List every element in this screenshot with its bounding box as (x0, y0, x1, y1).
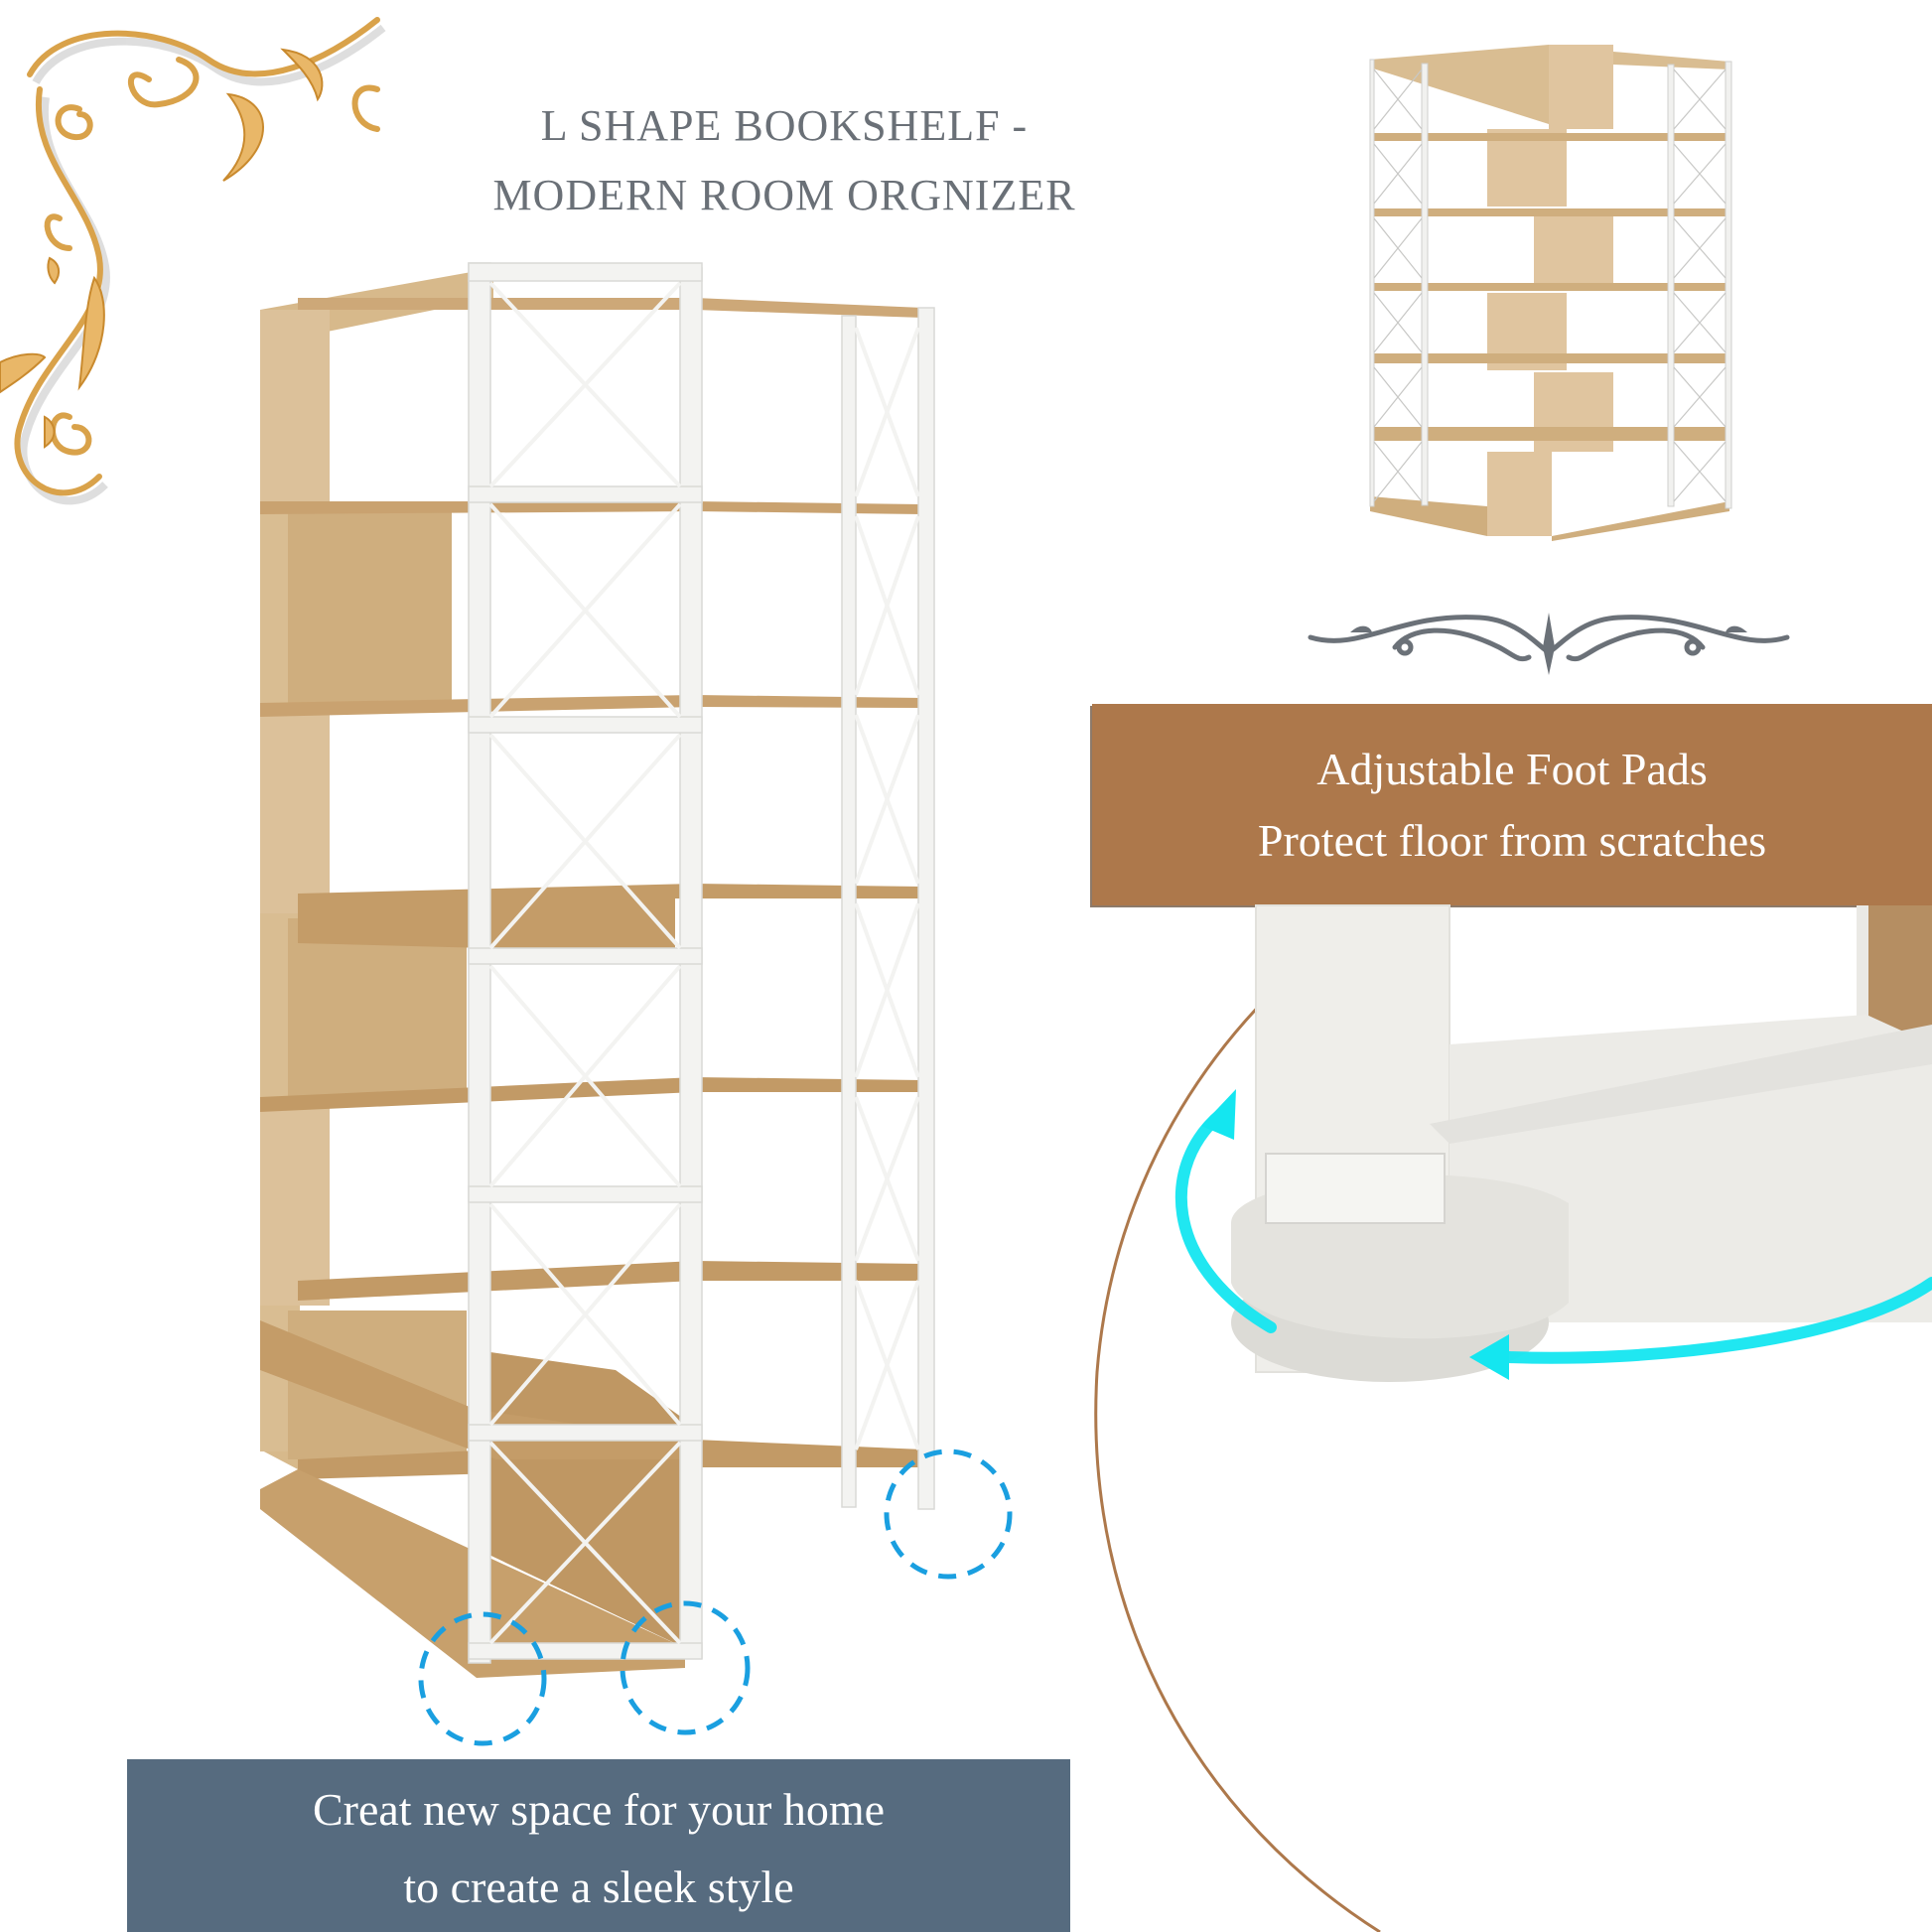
title-line-2: MODERN ROOM ORGNIZER (492, 171, 1076, 219)
feature-callout-banner: Adjustable Foot Pads Protect floor from … (1092, 704, 1932, 905)
page-title: L SHAPE BOOKSHELF - MODERN ROOM ORGNIZER (397, 91, 1172, 230)
tagline-line-1: Creat new space for your home (312, 1784, 886, 1835)
tagline-line-2: to create a sleek style (403, 1862, 794, 1912)
feature-callout-line-2: Protect floor from scratches (1257, 815, 1767, 866)
tagline-banner: Creat new space for your home to create … (127, 1759, 1070, 1932)
feature-callout-line-1: Adjustable Foot Pads (1316, 744, 1708, 794)
main-product-image (260, 262, 1013, 1746)
white-metal-frame (468, 262, 935, 1664)
rotate-arrows-icon (1174, 1089, 1932, 1380)
dashed-circle-highlight-icons (418, 1449, 1013, 1746)
gold-floral-corner-ornament-icon (0, 17, 386, 505)
cross-braces (488, 281, 920, 1645)
gray-scroll-divider-icon (1308, 613, 1790, 675)
secondary-product-image (1369, 45, 1732, 541)
wood-panels (260, 268, 923, 1678)
foot-pad-detail-image (1094, 903, 1932, 1932)
title-line-1: L SHAPE BOOKSHELF - (540, 101, 1029, 150)
